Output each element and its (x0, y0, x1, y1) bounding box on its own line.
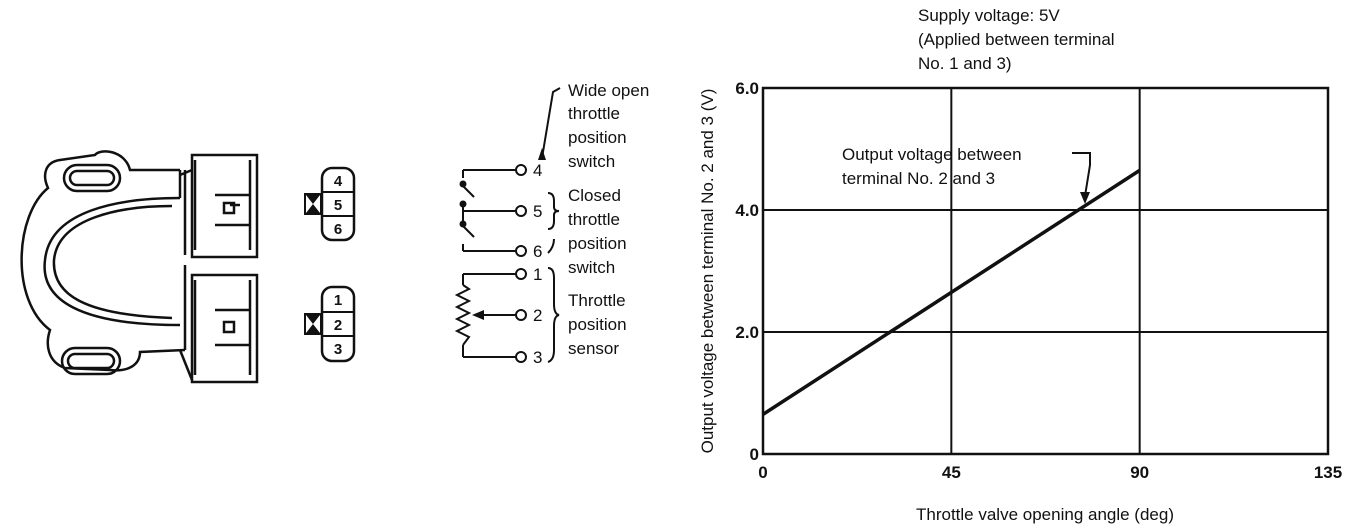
wot-label-line-3: position (568, 128, 627, 147)
x-tick-label-2: 90 (1130, 463, 1149, 482)
y-axis-ticks: 0 2.0 4.0 6.0 (735, 79, 759, 464)
closed-label-line-2: throttle (568, 210, 620, 229)
series-line-0 (762, 168, 1141, 416)
terminal-label-2: 2 (533, 306, 542, 325)
terminal-label-6: 6 (533, 242, 542, 261)
terminal-label-4: 4 (533, 161, 542, 180)
connector-pin-6: 6 (334, 221, 342, 238)
x-axis-label: Throttle valve opening angle (deg) (916, 505, 1174, 524)
tps-label-line-3: sensor (568, 339, 619, 358)
annotation-line-1: Output voltage between (842, 145, 1022, 164)
schematic-terminal-labels: 4 5 6 1 2 3 (533, 161, 542, 367)
terminal-label-1: 1 (533, 265, 542, 284)
connector-pin-5: 5 (334, 197, 342, 214)
grid-lines (763, 88, 1328, 454)
tps-label-line-2: position (568, 315, 627, 334)
connector-pin-3: 3 (334, 341, 342, 358)
terminal-label-3: 3 (533, 348, 542, 367)
supply-note-line-3: No. 1 and 3) (918, 54, 1012, 73)
wot-label-line-2: throttle (568, 104, 620, 123)
closed-label-line-4: switch (568, 258, 615, 277)
annotation-arrowhead (1080, 192, 1090, 204)
terminal-label-5: 5 (533, 202, 542, 221)
supply-note-line-2: (Applied between terminal (918, 30, 1115, 49)
x-axis-ticks: 0 45 90 135 (758, 463, 1342, 482)
x-tick-label-0: 0 (758, 463, 767, 482)
closed-label-line-1: Closed (568, 186, 621, 205)
connector-pin-4: 4 (334, 173, 343, 190)
annotation-line-2: terminal No. 2 and 3 (842, 169, 995, 188)
connector-pin-1: 1 (334, 292, 342, 309)
x-tick-label-1: 45 (942, 463, 961, 482)
tps-label-line-1: Throttle (568, 291, 626, 310)
annotation-leader (1072, 152, 1091, 197)
closed-label-line-3: position (568, 234, 627, 253)
series-layer (762, 168, 1141, 416)
y-axis-label: Output voltage between terminal No. 2 an… (698, 89, 717, 454)
circuit-schematic (454, 87, 561, 363)
wot-label-line-4: switch (568, 152, 615, 171)
y-tick-label-3: 6.0 (735, 79, 759, 98)
x-tick-label-3: 135 (1314, 463, 1342, 482)
output-voltage-chart: Supply voltage: 5V (Applied between term… (698, 6, 1342, 524)
connector-lower-pins: 1 2 3 (304, 285, 356, 363)
wot-label-line-1: Wide open (568, 81, 649, 100)
y-tick-label-2: 4.0 (735, 201, 759, 220)
connector-pin-2: 2 (334, 317, 342, 334)
plot-frame (761, 86, 1330, 456)
y-tick-label-1: 2.0 (735, 323, 759, 342)
schematic-component-labels: Wide open throttle position switch Close… (568, 81, 649, 358)
supply-note-line-1: Supply voltage: 5V (918, 6, 1060, 25)
connector-upper-pins: 4 5 6 (304, 166, 356, 242)
sensor-body-drawing (20, 150, 259, 384)
y-tick-label-0: 0 (750, 445, 759, 464)
